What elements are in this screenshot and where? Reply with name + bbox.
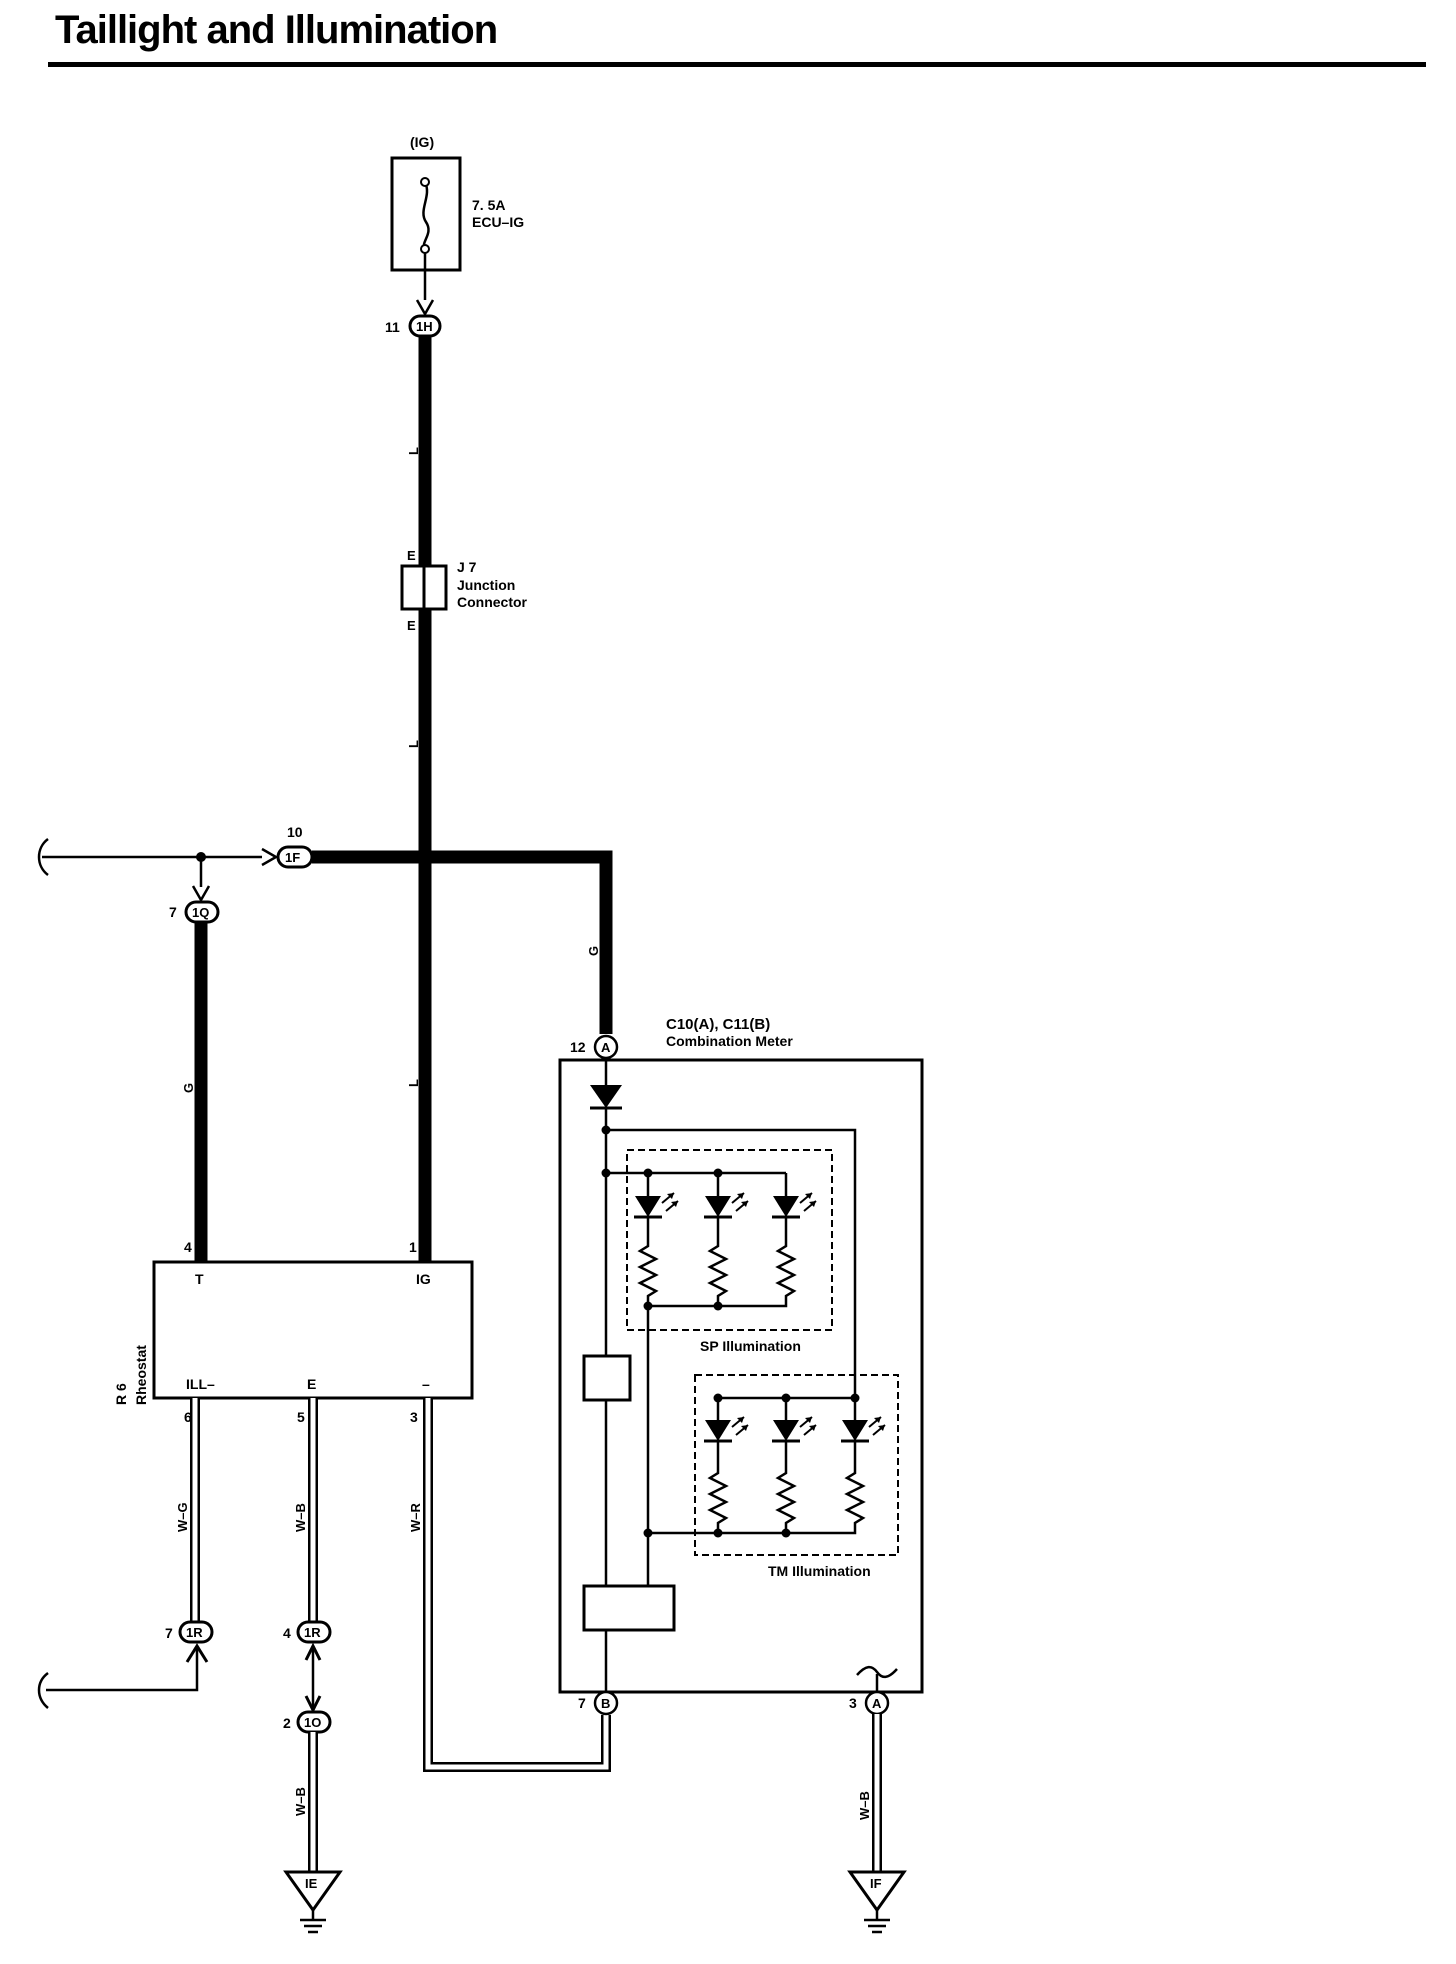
ground-ie-label: IE (305, 1876, 318, 1891)
wire-g-to-meter (312, 850, 613, 1034)
rheostat-pin-e-num: 5 (297, 1409, 305, 1425)
title-rule (48, 62, 1426, 67)
j7-line1: Junction (457, 577, 515, 593)
meter-pin-7b (593, 1690, 619, 1716)
svg-text:1H: 1H (416, 319, 433, 334)
meter-name: Combination Meter (666, 1033, 793, 1049)
rheostat-id: R 6 (113, 1383, 129, 1405)
meter-pin-7-num: 7 (578, 1695, 586, 1711)
wire-color-w-g: W–G (175, 1502, 190, 1532)
connector-1o-arrow (304, 1695, 322, 1714)
meter-element-lower (582, 1584, 676, 1632)
tm-illumination-label: TM Illumination (768, 1563, 871, 1579)
meter-title: C10(A), C11(B) (666, 1016, 770, 1033)
connector-1q-arrow (191, 885, 211, 903)
connector-1f-arrow (261, 847, 279, 867)
connector-1o-pin: 2 (283, 1715, 291, 1731)
rheostat-pin-ill-num: 6 (184, 1409, 192, 1425)
page-title: Taillight and Illumination (55, 8, 498, 52)
wire-color-ig-lower: L (406, 1079, 421, 1087)
wire-color-w-r: W–R (408, 1503, 423, 1533)
connector-1h-pin: 11 (385, 319, 400, 335)
wire-color-w-b-ground-e: W–B (293, 1787, 308, 1816)
connector-1r-left (178, 1620, 214, 1644)
fuse-symbol (422, 181, 430, 250)
wire-color-g-right: G (586, 946, 601, 956)
fuse-rating-label: 7. 5A (472, 197, 505, 213)
connector-1r-left-pin: 7 (165, 1625, 173, 1641)
rheostat-pin-ig-label: IG (416, 1271, 431, 1287)
connector-1r-mid (296, 1620, 332, 1644)
rheostat-pin-ig-num: 1 (409, 1239, 417, 1255)
rheostat-pin-ill-label: ILL– (186, 1376, 215, 1392)
wire-w-r (423, 1398, 611, 1772)
rheostat-name: Rheostat (133, 1345, 149, 1405)
connector-1r-mid-pin: 4 (283, 1625, 291, 1641)
meter-element-upper (582, 1354, 632, 1402)
wire-color-g-left: G (181, 1083, 196, 1093)
fuse-name-label: ECU–IG (472, 214, 524, 230)
rheostat-pin-e-label: E (307, 1376, 316, 1392)
rheostat-pin-t-label: T (195, 1271, 204, 1287)
wire-color-ig-upper: L (406, 447, 421, 455)
svg-text:1F: 1F (285, 850, 300, 865)
meter-pin-3-num: 3 (849, 1695, 857, 1711)
j7-id: J 7 (457, 559, 477, 575)
wire-left-break-bottom (37, 1672, 49, 1709)
fuse-source-label: (IG) (410, 134, 434, 150)
j7-line2: Connector (457, 594, 528, 610)
wire-color-w-b: W–B (293, 1503, 308, 1532)
wire-left-break-top (37, 838, 49, 876)
svg-text:1Q: 1Q (192, 905, 209, 920)
connector-1h (408, 314, 442, 338)
sp-illumination-label: SP Illumination (700, 1338, 801, 1354)
svg-text:1O: 1O (304, 1715, 321, 1730)
connector-1h-arrow (415, 299, 435, 317)
rheostat-pin-t-num: 4 (184, 1239, 192, 1255)
meter-ground-tilde-icon (856, 1665, 898, 1679)
svg-text:1R: 1R (186, 1625, 203, 1640)
j7-pin-top: E (407, 548, 416, 563)
svg-text:1R: 1R (304, 1625, 321, 1640)
svg-text:A: A (601, 1040, 611, 1055)
j7-pin-bottom: E (407, 618, 416, 633)
rheostat-pin-minus-num: 3 (410, 1409, 418, 1425)
wire-color-w-b-ground-f: W–B (857, 1791, 872, 1820)
svg-text:A: A (872, 1696, 882, 1711)
rheostat-box (152, 1260, 474, 1400)
connector-1q-pin: 7 (169, 904, 177, 920)
sp-illumination-group (626, 1149, 833, 1331)
tm-illumination-group (694, 1374, 899, 1556)
wire-left-feed-bottom (46, 1646, 199, 1692)
wire-color-ig-mid: L (406, 740, 421, 748)
rheostat-pin-minus-label: – (422, 1376, 430, 1392)
ground-if-label: IF (870, 1876, 882, 1891)
svg-text:B: B (601, 1696, 610, 1711)
meter-pin-12-num: 12 (570, 1039, 586, 1055)
connector-1f-pin: 10 (287, 824, 303, 840)
